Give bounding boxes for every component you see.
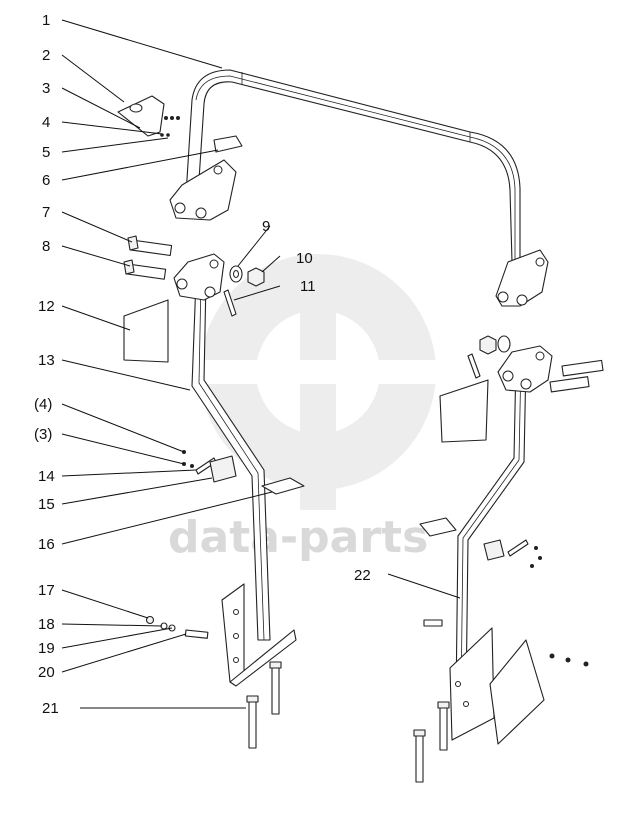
callout-labels: 1 2 3 4 5 6 7 8 9 10 11 12 13 (4) (3) 14… <box>34 12 371 717</box>
callout-8: 8 <box>42 238 50 255</box>
callout-19: 19 <box>38 640 55 657</box>
callout-15: 15 <box>38 496 55 513</box>
callout-12: 12 <box>38 298 55 315</box>
callout-13: 13 <box>38 352 55 369</box>
left-upright <box>173 253 297 687</box>
callout-7: 7 <box>42 204 50 221</box>
callout-4: 4 <box>42 114 50 131</box>
nut-10 <box>247 267 265 287</box>
callout-10: 10 <box>296 250 313 267</box>
washer-9 <box>229 265 243 283</box>
callout-5: 5 <box>42 144 50 161</box>
callout-3-ref: (3) <box>34 426 52 443</box>
callout-22: 22 <box>354 567 371 584</box>
callout-14: 14 <box>38 468 55 485</box>
bolt-pin-7 <box>127 235 173 257</box>
callout-16: 16 <box>38 536 55 553</box>
long-bolt-21a <box>246 695 259 749</box>
watermark-logo-icon <box>200 254 436 510</box>
hardware-right-mid <box>419 517 542 568</box>
callout-20: 20 <box>38 664 55 681</box>
bent-clip <box>213 135 243 153</box>
callout-4-ref: (4) <box>34 396 52 413</box>
callout-9: 9 <box>262 218 270 235</box>
watermark-text: data-parts <box>168 512 428 563</box>
right-upright <box>439 345 553 745</box>
hardware-17-20 <box>145 615 209 639</box>
watermark: data-parts <box>168 254 436 563</box>
callout-11: 11 <box>300 278 316 295</box>
callout-21: 21 <box>42 700 59 717</box>
callout-1: 1 <box>42 12 50 29</box>
bolt-pin-8 <box>123 259 167 280</box>
callout-6: 6 <box>42 172 50 189</box>
mounting-plate <box>117 95 165 137</box>
roll-bar-top <box>169 69 549 307</box>
cover-plate-12 <box>123 299 169 363</box>
cotter-pin-11 <box>223 289 237 317</box>
callout-2: 2 <box>42 47 50 64</box>
callout-3: 3 <box>42 80 50 97</box>
callout-18: 18 <box>38 616 55 633</box>
block-15 <box>209 455 237 483</box>
hardware-right-top <box>467 335 604 393</box>
callout-17: 17 <box>38 582 55 599</box>
long-bolt-21b <box>269 661 282 715</box>
hardware-right-low <box>413 619 589 783</box>
small-hardware-top <box>160 116 180 137</box>
strap-16 <box>261 477 305 495</box>
leader-lines <box>61 19 461 709</box>
